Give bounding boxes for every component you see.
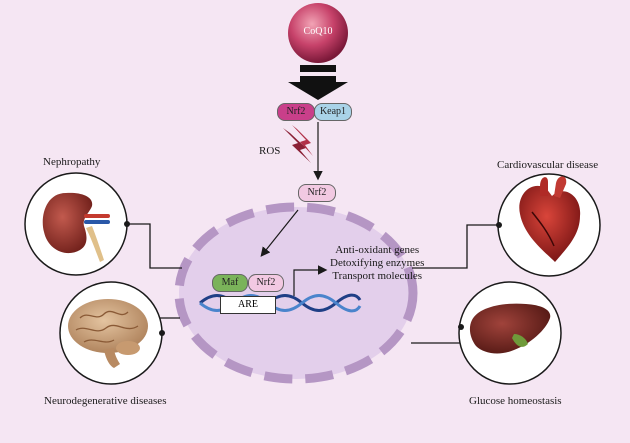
target-genes-list: Anti-oxidant genes Detoxifying enzymes T… bbox=[330, 244, 424, 283]
coq10-label: CoQ10 bbox=[303, 26, 333, 37]
glucose-label: Glucose homeostasis bbox=[469, 395, 562, 407]
maf-pill: Maf bbox=[212, 274, 248, 292]
translocation-arrow bbox=[260, 209, 299, 257]
liver-icon bbox=[469, 303, 551, 354]
ros-label: ROS bbox=[259, 145, 281, 157]
connector-dot bbox=[159, 330, 165, 336]
connector-dot bbox=[458, 324, 464, 330]
coq10-node bbox=[288, 3, 348, 63]
brain-icon bbox=[68, 299, 148, 368]
nrf2-bound-pill: Nrf2 bbox=[277, 103, 315, 121]
target-gene-item: Transport molecules bbox=[332, 270, 423, 282]
keap1-pill: Keap1 bbox=[314, 103, 352, 121]
activation-arrow bbox=[293, 265, 328, 296]
nrf2-free-pill: Nrf2 bbox=[298, 184, 336, 202]
big-down-arrow-icon bbox=[288, 65, 348, 100]
cardiovascular-label: Cardiovascular disease bbox=[497, 159, 599, 171]
connector-dot bbox=[124, 221, 130, 227]
nrf2-nuclear-pill: Nrf2 bbox=[248, 274, 284, 292]
target-gene-item: Anti-oxidant genes bbox=[335, 244, 420, 256]
heart-icon bbox=[519, 176, 581, 262]
target-gene-item: Detoxifying enzymes bbox=[330, 257, 425, 269]
kidney-icon bbox=[42, 192, 110, 262]
are-box: ARE bbox=[220, 296, 276, 314]
nephropathy-label: Nephropathy bbox=[43, 156, 101, 168]
neurodegenerative-label: Neurodegenerative diseases bbox=[44, 395, 167, 407]
nucleus bbox=[174, 202, 418, 384]
connector-dot bbox=[496, 222, 502, 228]
lightning-bolt-icon bbox=[283, 125, 313, 163]
